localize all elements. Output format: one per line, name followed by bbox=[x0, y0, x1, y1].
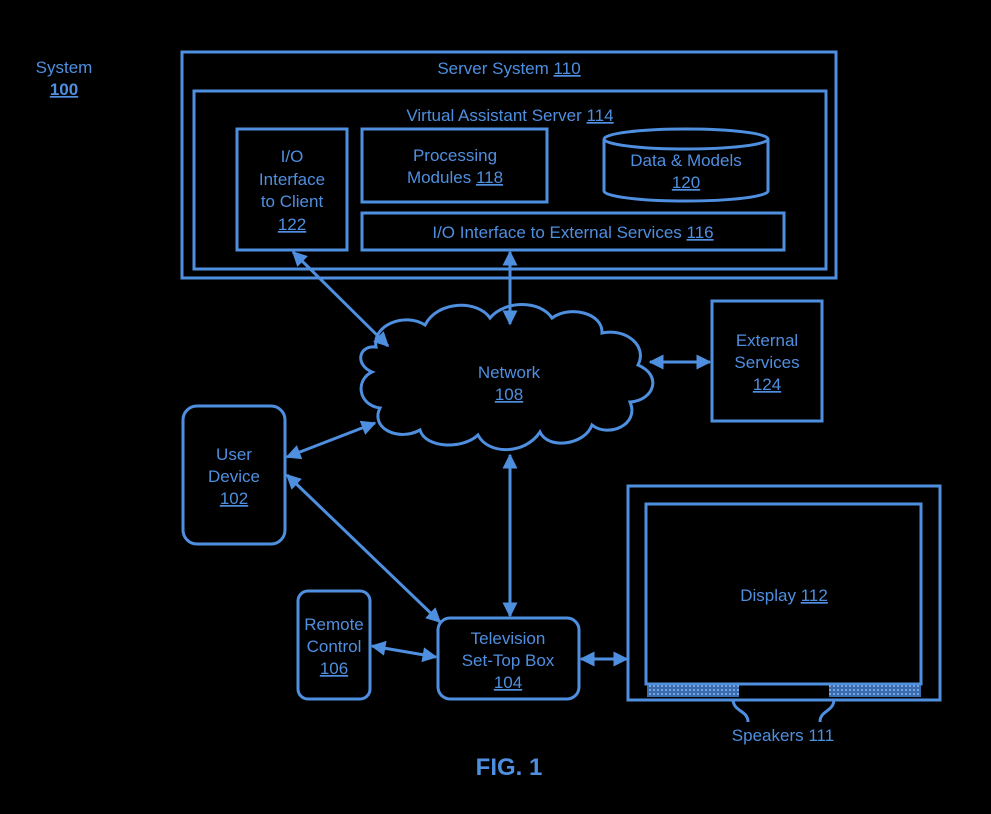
remote-line2: Control bbox=[307, 637, 362, 656]
arrow-remote-set-top-box bbox=[370, 640, 438, 663]
io-client-line1: I/O bbox=[281, 147, 304, 166]
svg-text:I/O Interface to External Serv: I/O Interface to External Services 116 bbox=[432, 223, 713, 242]
arrow-client-network bbox=[291, 250, 390, 348]
svg-text:Modules 118: Modules 118 bbox=[407, 168, 503, 187]
data-models-ref: 120 bbox=[672, 173, 700, 192]
network-ref: 108 bbox=[495, 385, 523, 404]
remote-line1: Remote bbox=[304, 615, 364, 634]
stb-line1: Television bbox=[471, 629, 546, 648]
speakers-caption: Speakers 111 bbox=[732, 726, 834, 745]
remote-ref: 106 bbox=[320, 659, 348, 678]
system-ref: 100 bbox=[50, 80, 78, 99]
speaker-leader-left bbox=[731, 698, 750, 723]
set-top-box: Television Set-Top Box 104 bbox=[436, 616, 581, 701]
processing-line2: Modules bbox=[407, 168, 471, 187]
display-tv: Display 112 bbox=[626, 484, 942, 702]
user-device: User Device 102 bbox=[181, 404, 287, 546]
right-speaker-grille bbox=[829, 685, 921, 697]
stb-ref: 104 bbox=[494, 673, 522, 692]
io-client-ref: 122 bbox=[278, 215, 306, 234]
speakers-label: Speakers bbox=[732, 726, 804, 745]
va-server-ref: 114 bbox=[587, 106, 614, 125]
speaker-leader-right bbox=[818, 698, 836, 723]
user-device-ref: 102 bbox=[220, 489, 248, 508]
svg-text:Server System 110: Server System 110 bbox=[437, 59, 580, 78]
svg-text:Virtual Assistant Server: Virtual Assistant Server 114 bbox=[406, 106, 613, 125]
user-device-line2: Device bbox=[208, 467, 260, 486]
io-client-line2: Interface bbox=[259, 170, 325, 189]
processing-line1: Processing bbox=[413, 146, 497, 165]
io-external-label: I/O Interface to External Services bbox=[432, 223, 681, 242]
figure-caption: FIG. 1 bbox=[476, 754, 543, 781]
speakers-ref: 111 bbox=[808, 726, 834, 745]
io-interface-external: I/O Interface to External Services 116 bbox=[360, 211, 786, 252]
data-models-label: Data & Models bbox=[630, 151, 742, 170]
external-line1: External bbox=[736, 331, 798, 350]
io-external-ref: 116 bbox=[687, 223, 714, 242]
va-server-label: Virtual Assistant Server bbox=[406, 106, 582, 125]
display-label: Display bbox=[740, 586, 796, 605]
data-models-database: Data & Models 120 bbox=[602, 127, 770, 203]
external-line2: Services bbox=[734, 353, 799, 372]
left-speaker-grille bbox=[647, 685, 739, 697]
external-ref: 124 bbox=[753, 375, 781, 394]
arrow-user-device-network bbox=[285, 420, 377, 460]
remote-control: Remote Control 106 bbox=[296, 589, 372, 701]
processing-modules: Processing Modules 118 bbox=[360, 127, 549, 204]
io-client-line3: to Client bbox=[261, 192, 324, 211]
arrow-user-device-set-top-box bbox=[285, 473, 442, 624]
io-interface-client: I/O Interface to Client 122 bbox=[235, 127, 349, 252]
external-services: External Services 124 bbox=[710, 299, 824, 423]
user-device-line1: User bbox=[216, 445, 252, 464]
server-system-ref: 110 bbox=[554, 59, 581, 78]
display-ref: 112 bbox=[801, 586, 828, 605]
system-label: System bbox=[36, 58, 93, 77]
network-label: Network bbox=[478, 363, 541, 382]
processing-ref: 118 bbox=[476, 168, 503, 187]
svg-text:Display 112: Display 112 bbox=[740, 586, 828, 605]
network-cloud: Network 108 bbox=[359, 303, 655, 452]
stb-line2: Set-Top Box bbox=[462, 651, 555, 670]
server-system-label: Server System bbox=[437, 59, 548, 78]
